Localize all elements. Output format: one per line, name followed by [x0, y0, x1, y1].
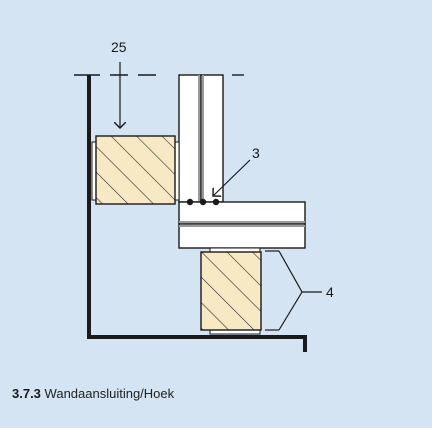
fastener-dots: [186, 198, 220, 206]
timber-batten-lower: [200, 247, 262, 335]
partition-wall-horizontal: [178, 201, 306, 249]
existing-wall-outline: [87, 75, 307, 352]
figure-caption: 3.7.3 Wandaansluiting/Hoek: [12, 386, 174, 401]
dimension-25-label: 25: [111, 39, 127, 55]
callout-3-leader: [213, 159, 251, 196]
timber-batten-upper: [91, 135, 180, 205]
caption-number: 3.7.3: [12, 386, 41, 401]
caption-text: Wandaansluiting/Hoek: [44, 386, 175, 401]
partition-wall-vertical: [178, 74, 224, 203]
construction-detail-drawing: 25 3 4: [74, 39, 334, 352]
callout-3-label: 3: [252, 145, 260, 161]
callout-4-label: 4: [326, 284, 334, 300]
callout-4-bracket: [265, 250, 322, 331]
